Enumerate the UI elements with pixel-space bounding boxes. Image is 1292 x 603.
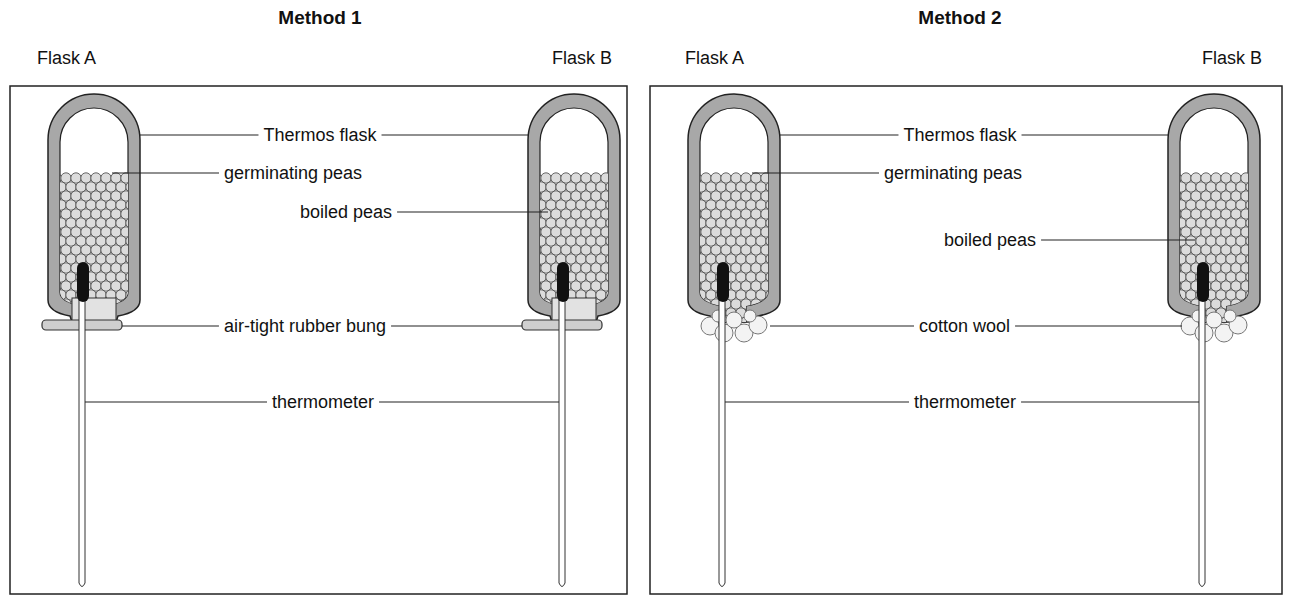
part-label: Thermos flask	[261, 125, 378, 146]
part-label: Flask A	[683, 48, 746, 69]
part-label: Flask B	[550, 48, 614, 69]
leader-line	[725, 401, 909, 402]
peas	[1171, 173, 1256, 327]
thermometer-bulb	[1197, 262, 1209, 302]
leader-line	[379, 401, 559, 402]
leader-line	[397, 211, 548, 212]
thermometer	[559, 290, 565, 587]
thermos-flask	[688, 94, 780, 587]
leader-line	[780, 134, 898, 135]
leader-line	[85, 401, 267, 402]
leader-line	[112, 172, 219, 173]
leader-line	[1015, 325, 1182, 326]
leader-line	[1021, 401, 1199, 402]
thermometer-bulb	[77, 262, 89, 302]
part-label: air-tight rubber bung	[222, 316, 388, 337]
part-label: Flask B	[1200, 48, 1264, 69]
thermometer-bulb	[717, 262, 729, 302]
part-label: germinating peas	[882, 163, 1024, 184]
part-label: Flask A	[35, 48, 98, 69]
panel-heading: Method 2	[916, 7, 1003, 29]
part-label: boiled peas	[942, 230, 1038, 251]
leader-line	[1041, 239, 1195, 240]
peas	[531, 173, 616, 327]
thermometer	[719, 290, 725, 587]
part-label: boiled peas	[298, 202, 394, 223]
panel-frame	[650, 86, 1282, 594]
part-label: Thermos flask	[901, 125, 1018, 146]
peas	[51, 173, 136, 327]
thermos-flask	[522, 94, 620, 587]
thermometer	[1199, 290, 1205, 587]
cotton-wool	[701, 310, 767, 342]
part-label: germinating peas	[222, 163, 364, 184]
thermometer-bulb	[557, 262, 569, 302]
leader-line	[752, 172, 879, 173]
leader-line	[122, 325, 219, 326]
leader-line	[140, 134, 258, 135]
thermos-flask	[1168, 94, 1260, 587]
part-label: thermometer	[270, 392, 376, 413]
panel-frame	[10, 86, 627, 594]
thermometer	[79, 290, 85, 587]
part-label: cotton wool	[917, 316, 1012, 337]
panel-heading: Method 1	[276, 7, 363, 29]
leader-line	[770, 325, 914, 326]
cotton-wool	[1181, 310, 1247, 342]
thermos-flask	[42, 94, 140, 587]
leader-line	[1022, 134, 1168, 135]
leader-line	[382, 134, 528, 135]
leader-line	[391, 325, 522, 326]
part-label: thermometer	[912, 392, 1018, 413]
peas	[691, 173, 776, 327]
